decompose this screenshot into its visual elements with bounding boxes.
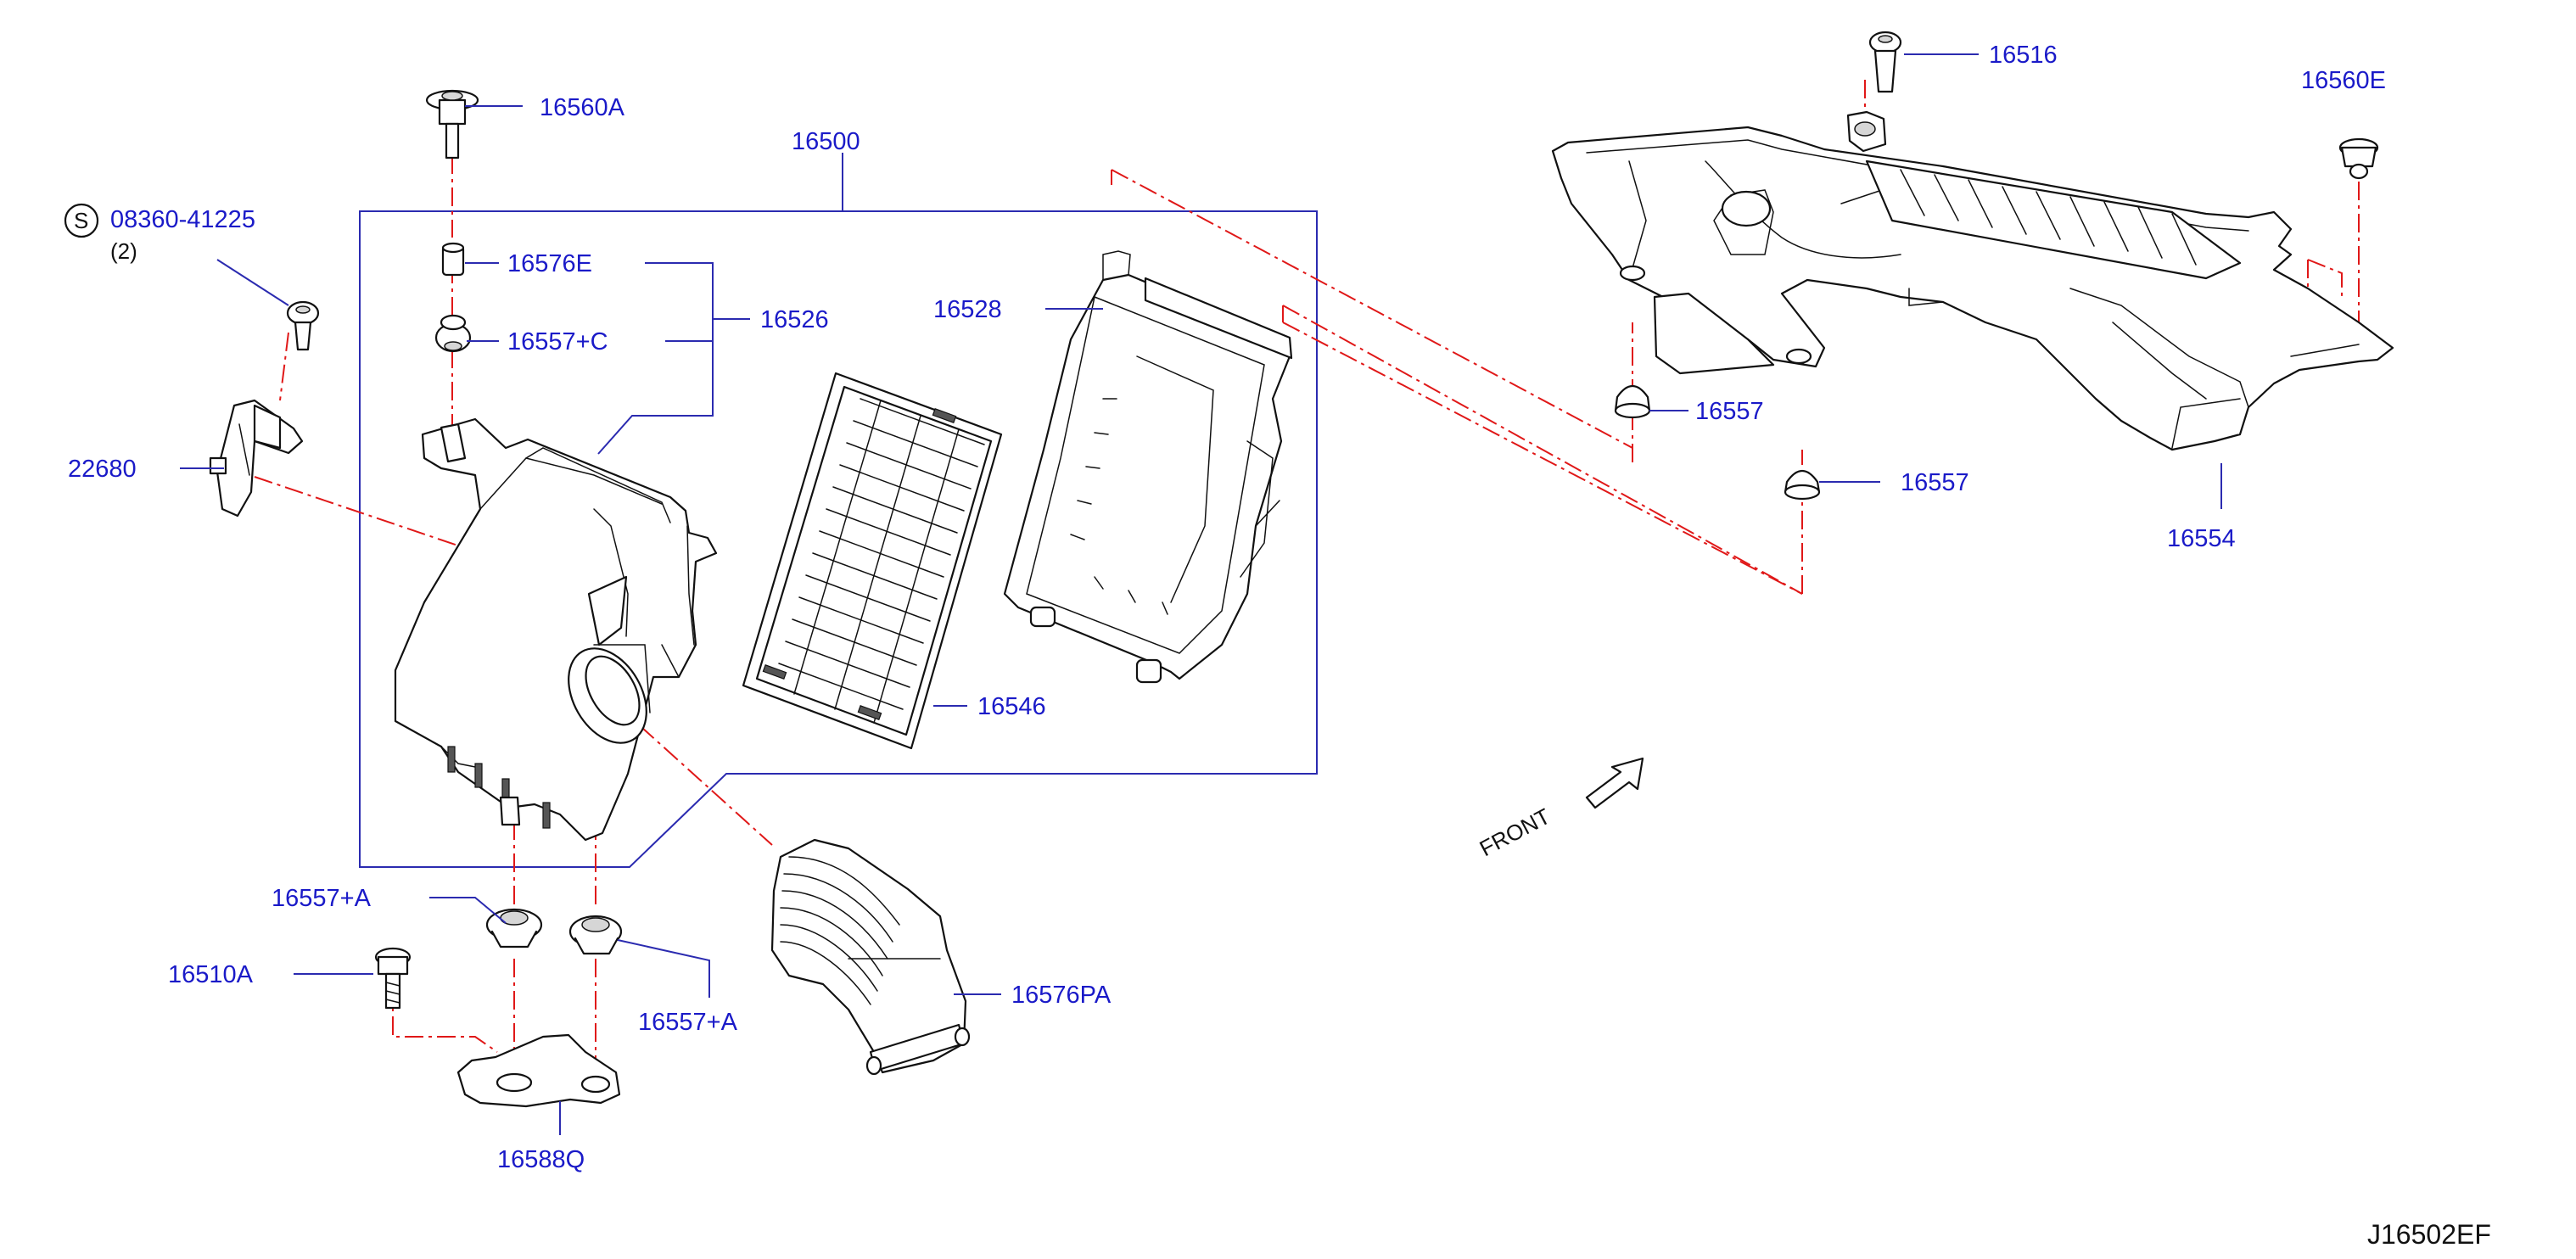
filter-element-16546 <box>742 372 1003 750</box>
grommet-16557a-right <box>568 915 623 955</box>
bracket-16588q <box>456 1033 621 1108</box>
label-16557-b: 16557 <box>1901 469 1969 496</box>
label-16576e: 16576E <box>507 250 592 277</box>
bolt-16516 <box>1846 31 1902 153</box>
grommet-16576e <box>441 242 465 277</box>
inlet-duct-16554 <box>1551 126 2394 451</box>
front-arrow-icon <box>1585 757 1644 809</box>
air-cleaner-lower-body <box>394 417 718 842</box>
clip-16560e <box>2338 137 2379 180</box>
grommet-16557a-left <box>485 908 543 948</box>
label-16576pa: 16576PA <box>1011 982 1112 1009</box>
label-16554: 16554 <box>2167 525 2236 552</box>
label-front: FRONT <box>1476 803 1554 862</box>
label-16557a-right: 16557+A <box>638 1009 738 1036</box>
label-16557-a: 16557 <box>1695 398 1764 425</box>
label-08360: 08360-41225 <box>110 206 255 233</box>
grommet-16557-a <box>1614 384 1651 419</box>
label-16557a-left: 16557+A <box>272 885 372 912</box>
sensor-22680 <box>209 399 304 518</box>
screw-08360 <box>64 203 320 351</box>
label-16528: 16528 <box>933 296 1002 323</box>
leader-lines <box>180 53 2222 1135</box>
grommet-16557c <box>434 314 472 353</box>
label-16560a: 16560A <box>540 94 625 121</box>
label-16557c: 16557+C <box>507 328 608 355</box>
label-22680: 22680 <box>68 456 137 483</box>
label-quantity: (2) <box>110 238 137 264</box>
bolt-16560a <box>425 89 479 159</box>
label-16546: 16546 <box>977 693 1046 720</box>
assembly-boundary <box>359 210 1318 868</box>
label-16588q: 16588Q <box>497 1146 585 1173</box>
grommet-16557-b <box>1784 469 1821 501</box>
label-16500: 16500 <box>792 128 860 155</box>
upper-cover-16528 <box>1003 250 1293 684</box>
bolt-16510a <box>374 947 412 1010</box>
label-16516: 16516 <box>1989 42 2058 69</box>
air-duct-16576pa <box>770 838 971 1076</box>
label-16526: 16526 <box>760 306 829 333</box>
screw-symbol: S <box>74 208 88 233</box>
label-16510a: 16510A <box>168 961 254 988</box>
label-16560e: 16560E <box>2301 67 2386 94</box>
diagram-reference: J16502EF <box>2367 1219 2491 1250</box>
